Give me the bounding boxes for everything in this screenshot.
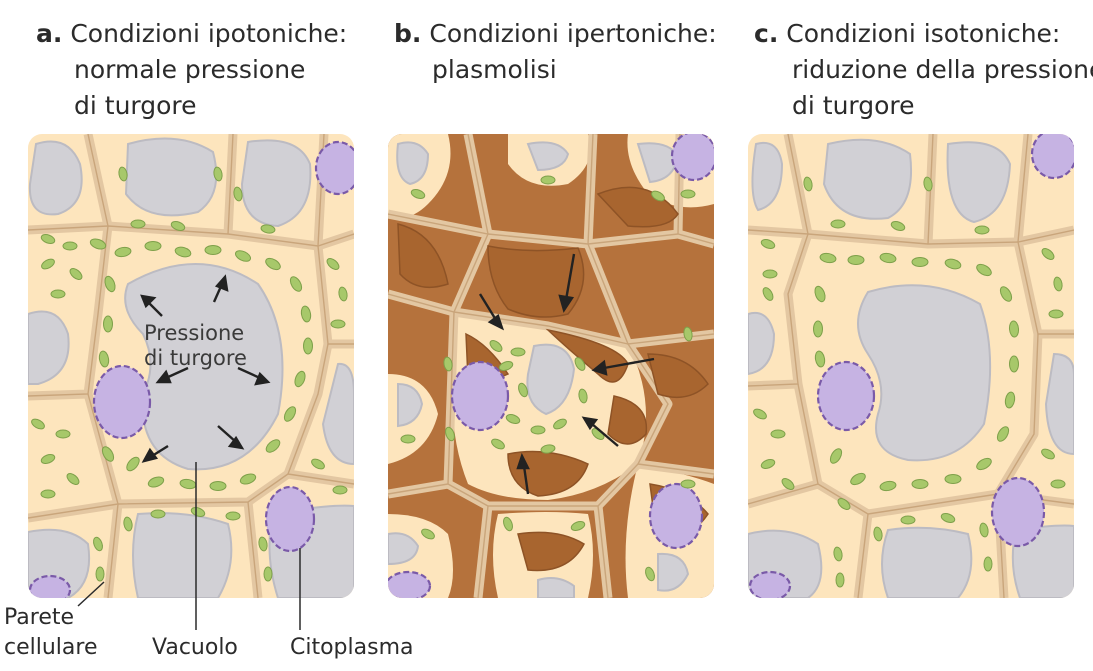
panel-a-title-line3: di turgore [74,91,197,120]
panel-a-hypotonic-cells [28,134,354,598]
panel-c-title-line2: riduzione della pressione [792,55,1093,84]
panel-a-letter: a. [36,19,63,48]
cell-wall-lines [388,134,714,598]
nuclei [388,134,714,598]
panel-c-isotonic-cells [748,134,1074,598]
panel-c-letter: c. [754,19,779,48]
panel-a-heading: a. Condizioni ipotoniche: normale pressi… [36,16,347,124]
chloroplasts [753,176,1066,588]
vacuole-label: Vacuolo [152,635,238,660]
panel-b-letter: b. [394,19,422,48]
chloroplasts [400,175,696,582]
cytoplasm-label: Citoplasma [290,635,414,660]
nuclei [28,140,354,598]
nuclei [748,134,1074,598]
vacuoles [748,138,1074,598]
panel-b-hypertonic-cells [388,134,714,598]
plasmolysis-arrows [478,253,655,495]
turgor-pressure-label-line1: Pressione [144,321,245,345]
panel-c-title-line1: Condizioni isotoniche: [786,19,1061,48]
turgor-pressure-arrows [140,274,271,463]
vacuoles [388,141,690,598]
cell-wall-lines [748,134,1074,598]
panel-a-title-line1: Condizioni ipotoniche: [70,19,348,48]
cell-wall-label-line2: cellulare [4,635,98,660]
turgor-pressure-label-line2: di turgore [144,346,247,370]
cell-wall-label-line1: Parete [4,605,75,630]
panel-b-title-line2: plasmolisi [432,55,557,84]
chloroplasts [31,166,348,582]
cell-wall-lines [28,134,354,598]
panel-a-title-line2: normale pressione [74,55,306,84]
panel-c-title-line3: di turgore [792,91,915,120]
panel-c-heading: c. Condizioni isotoniche: riduzione dell… [754,16,1093,124]
panel-b-title-line1: Condizioni ipertoniche: [429,19,717,48]
parete-leader [77,581,105,607]
panel-b-heading: b. Condizioni ipertoniche: plasmolisi [394,16,717,88]
